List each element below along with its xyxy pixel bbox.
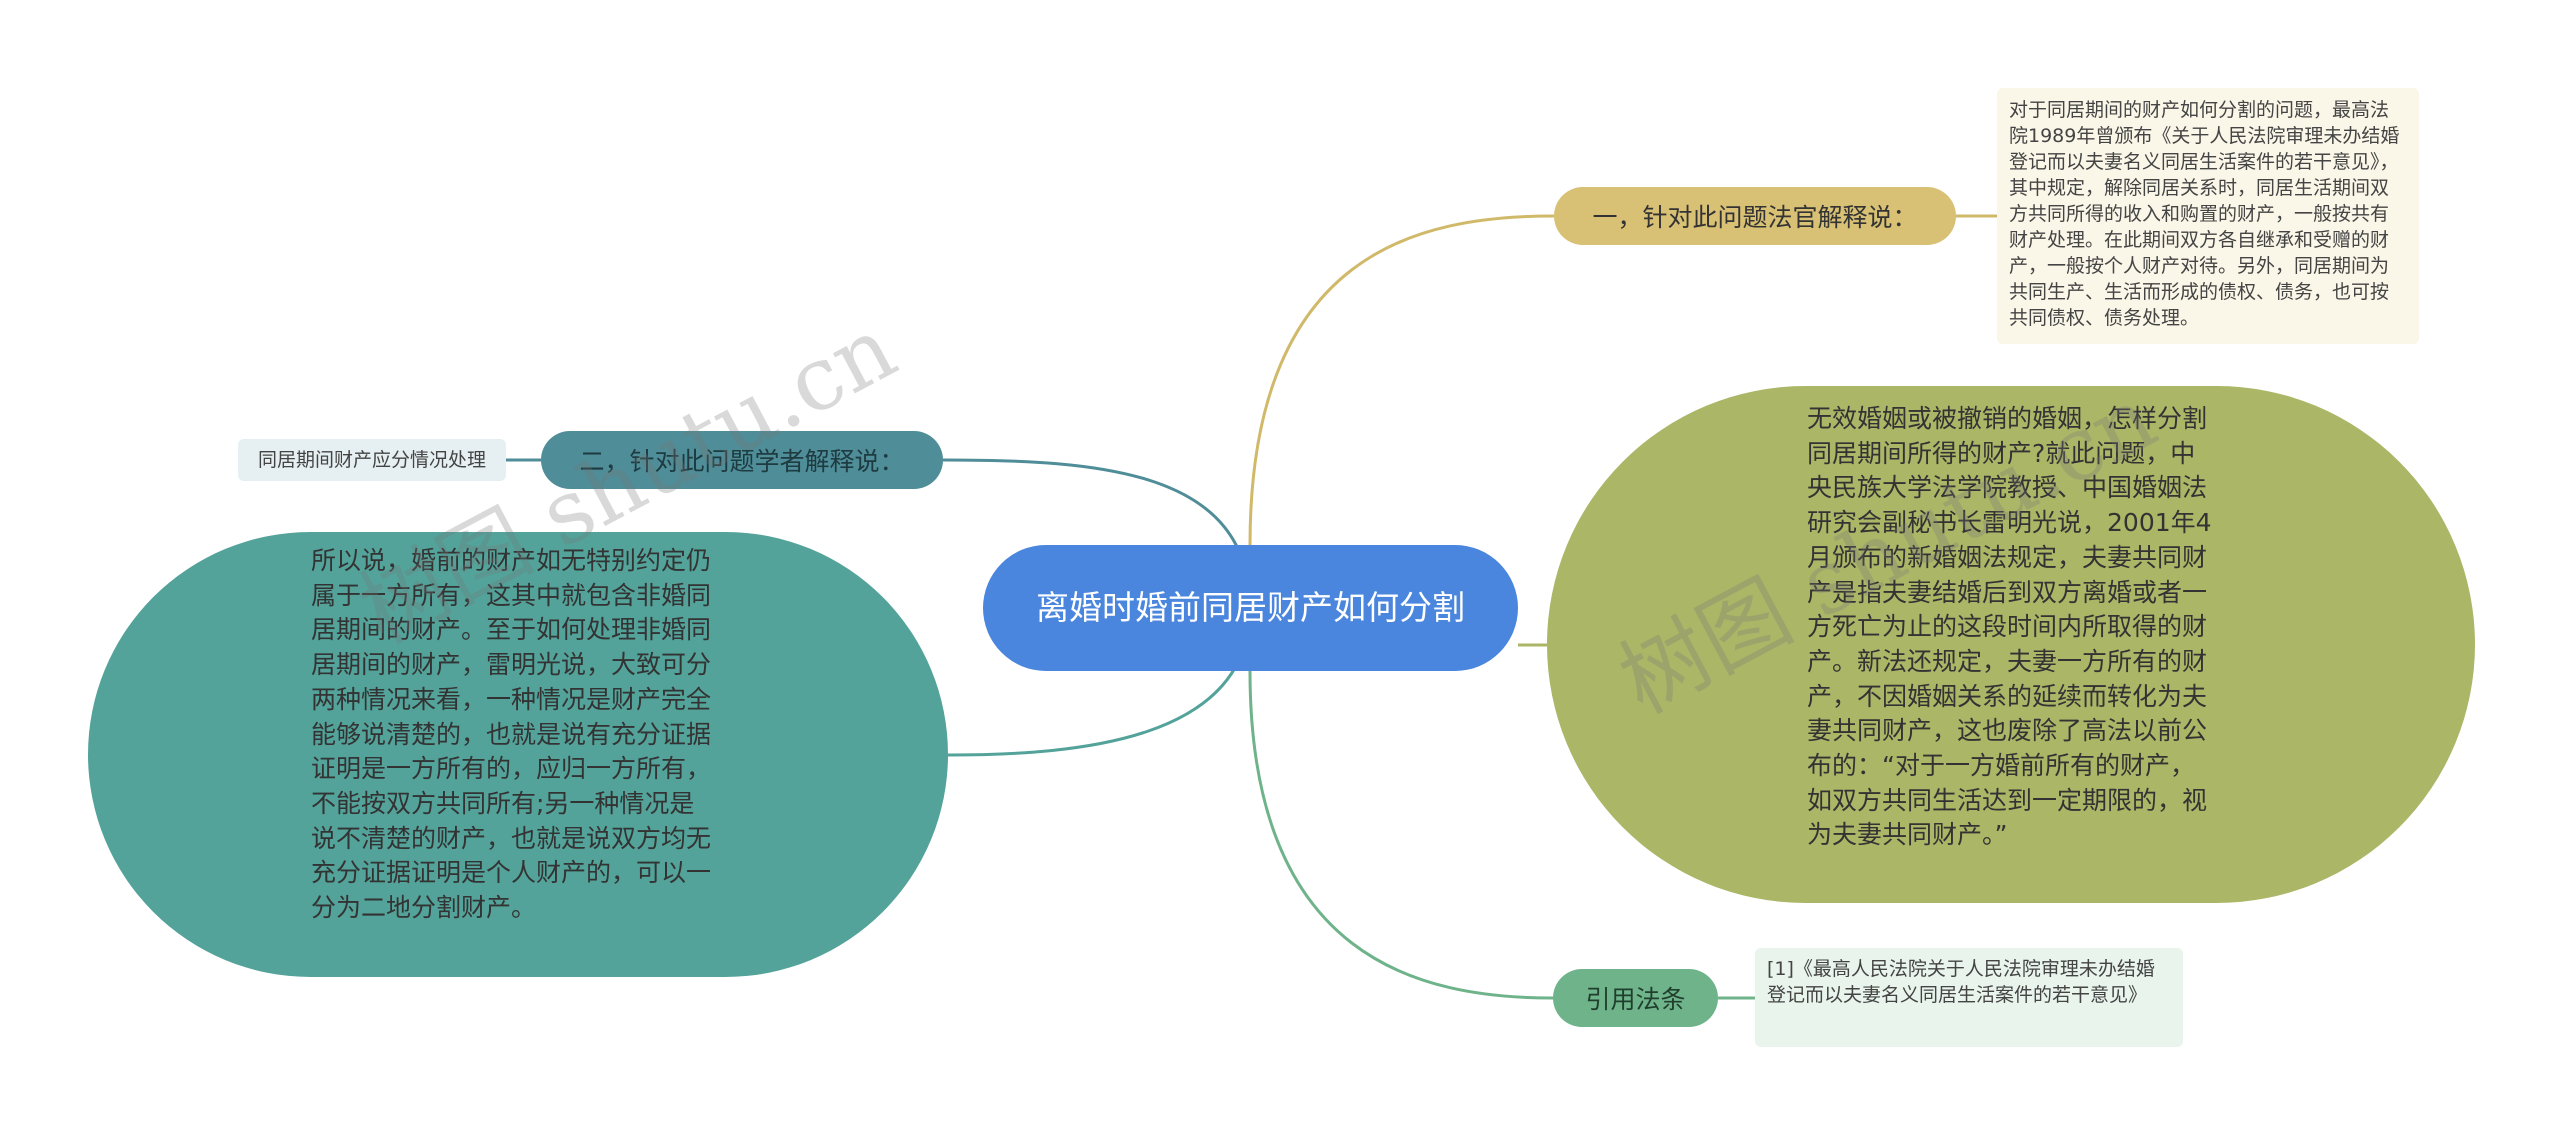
branch-judge-explanation[interactable]: 一，针对此问题法官解释说： (1554, 187, 1956, 245)
judge-note-text: 对于同居期间的财产如何分割的问题，最高法院1989年曾颁布《关于人民法院审理未办… (2009, 99, 2400, 329)
link-central-to-citation (1248, 670, 1554, 1000)
judge-explanation-note[interactable]: 对于同居期间的财产如何分割的问题，最高法院1989年曾颁布《关于人民法院审理未办… (1997, 88, 2419, 344)
scholar-note-text: 同居期间财产应分情况处理 (257, 449, 486, 471)
cited-law-note-text: [1]《最高人民法院关于人民法院审理未办结婚登记而以夫妻名义同居生活案件的若干意… (1767, 958, 2155, 1006)
central-topic[interactable]: 离婚时婚前同居财产如何分割 (983, 545, 1518, 671)
branch-cited-law-label: 引用法条 (1585, 985, 1686, 1014)
link-central-to-judge (1248, 214, 1555, 546)
central-topic-label: 离婚时婚前同居财产如何分割 (1036, 588, 1465, 627)
invalid-marriage-topic[interactable]: 无效婚姻或被撤销的婚姻，怎样分割同居期间所得的财产?就此问题，中央民族大学法学院… (1547, 386, 2475, 903)
premarital-property-topic[interactable]: 所以说，婚前的财产如无特别约定仍属于一方所有，这其中就包含非婚同居期间的财产。至… (88, 532, 948, 977)
branch-scholar-explanation[interactable]: 二，针对此问题学者解释说： (541, 431, 943, 489)
premarital-property-text: 所以说，婚前的财产如无特别约定仍属于一方所有，这其中就包含非婚同居期间的财产。至… (311, 546, 712, 923)
branch-cited-law[interactable]: 引用法条 (1553, 969, 1718, 1027)
invalid-marriage-text: 无效婚姻或被撤销的婚姻，怎样分割同居期间所得的财产?就此问题，中央民族大学法学院… (1807, 404, 2212, 850)
scholar-explanation-note[interactable]: 同居期间财产应分情况处理 (238, 439, 506, 481)
cited-law-note[interactable]: [1]《最高人民法院关于人民法院审理未办结婚登记而以夫妻名义同居生活案件的若干意… (1755, 948, 2183, 1047)
branch-scholar-label: 二，针对此问题学者解释说： (579, 447, 905, 476)
branch-judge-label: 一，针对此问题法官解释说： (1592, 203, 1918, 232)
